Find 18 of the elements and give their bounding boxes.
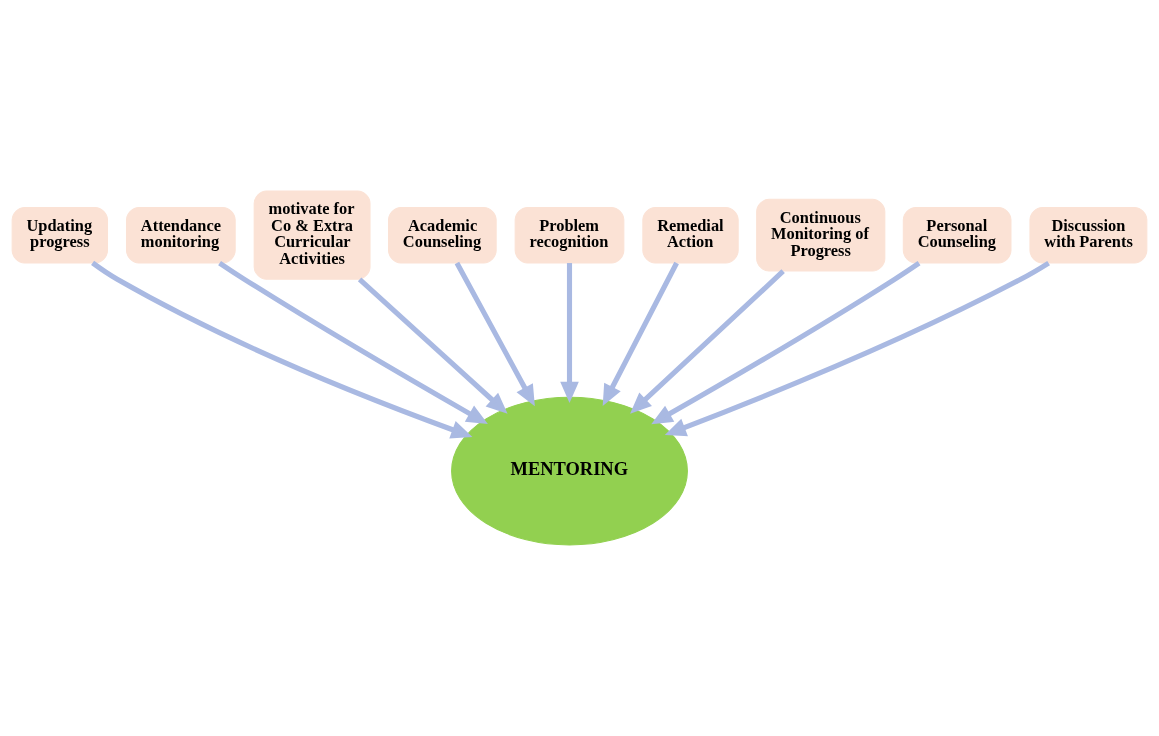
arrow: [218, 260, 488, 425]
arrow: [357, 277, 508, 414]
node-box: Remedial Action: [642, 207, 739, 264]
node-box: Continuous Monitoring of Progress: [756, 198, 886, 272]
node-box: Personal Counseling: [902, 207, 1012, 264]
arrow: [664, 260, 1050, 437]
node-box: Problem recognition: [514, 207, 625, 264]
node-box: motivate for Co & Extra Curricular Activities: [253, 190, 371, 280]
arrow: [454, 261, 535, 407]
arrow: [91, 260, 473, 439]
node-box: Academic Counseling: [388, 207, 497, 264]
node-box: Discussion with Parents: [1029, 207, 1148, 264]
arrow: [560, 263, 579, 404]
node-box: Updating progress: [11, 207, 109, 264]
arrow: [602, 261, 679, 406]
arrow: [651, 260, 921, 425]
arrow: [630, 269, 785, 414]
node-box: Attendance monitoring: [125, 207, 236, 264]
